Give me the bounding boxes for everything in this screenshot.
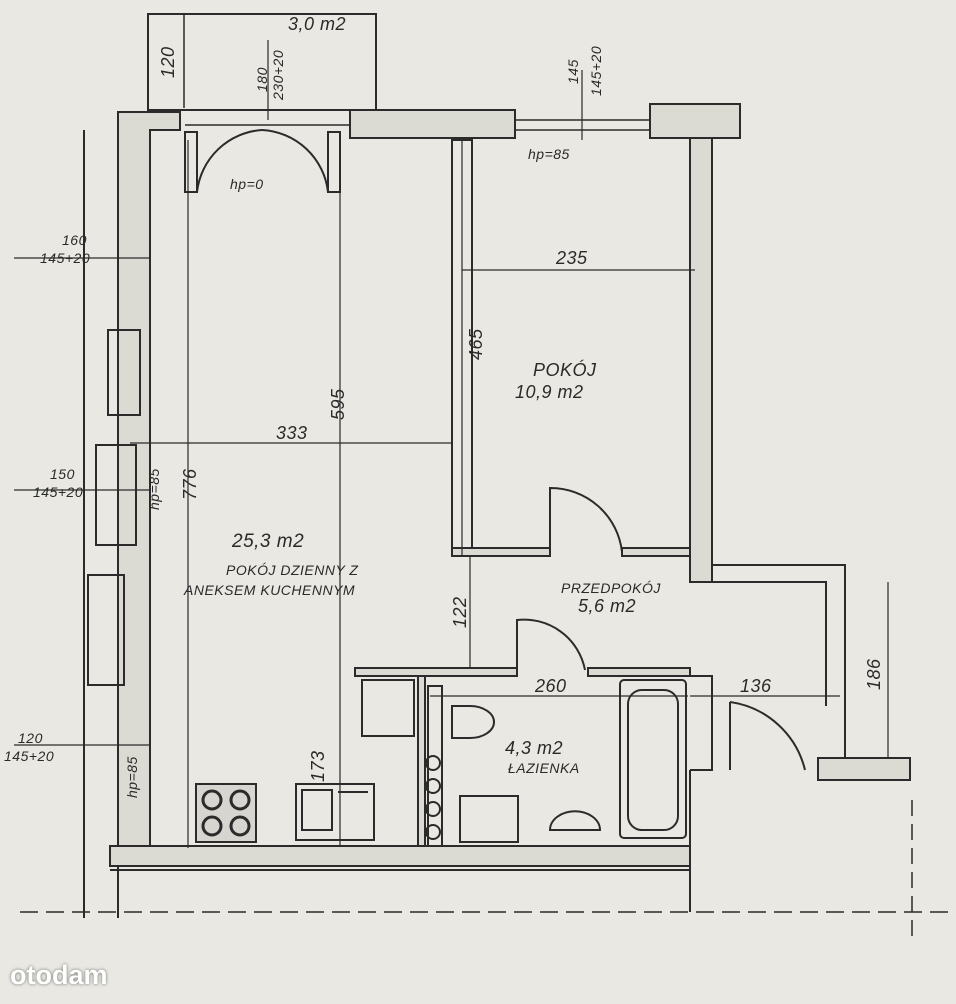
window-left3-top: 120 xyxy=(18,730,43,746)
living-name-line1: POKÓJ DZIENNY Z xyxy=(226,562,359,578)
outer-wall-top-right xyxy=(649,103,741,139)
window-top-bottom: 145+20 xyxy=(588,45,604,96)
riser-1 xyxy=(425,755,441,771)
window-left1-top: 160 xyxy=(62,232,87,248)
riser-3 xyxy=(425,801,441,817)
dim-kitchen-depth: 173 xyxy=(308,750,328,782)
toilet xyxy=(451,705,495,739)
sill-left-mid: hp=85 xyxy=(146,468,162,510)
dim-balcony-depth: 120 xyxy=(158,46,178,78)
burner-4 xyxy=(229,815,251,837)
bedroom-bottom-wall-right xyxy=(621,547,691,557)
entry-wall-end xyxy=(817,757,911,781)
living-name-line2: ANEKSEM KUCHENNYM xyxy=(184,582,356,598)
washbasin xyxy=(548,810,602,831)
bathtub xyxy=(619,679,687,839)
balcony-area: 3,0 m2 xyxy=(288,14,347,34)
dim-living-depth: 776 xyxy=(180,468,200,500)
balcony-door-right-frame xyxy=(327,131,341,193)
bathroom-top-wall-left xyxy=(354,667,518,677)
balcony-door-swing-right xyxy=(261,129,329,193)
window-top-top: 145 xyxy=(565,59,581,84)
bedroom-name: POKÓJ xyxy=(533,360,597,380)
dim-entry-width: 136 xyxy=(740,676,772,696)
balcony-door-top: 180 xyxy=(254,67,270,92)
bathroom-name: ŁAZIENKA xyxy=(508,760,580,776)
balcony-door-left-frame xyxy=(184,131,198,193)
window-left1-bottom: 145+20 xyxy=(40,250,91,266)
window-left3-bottom: 145+20 xyxy=(4,748,55,764)
bathroom-area: 4,3 m2 xyxy=(505,738,564,758)
kitchen-sink xyxy=(295,783,375,841)
bedroom-door-swing xyxy=(549,486,623,553)
washing-machine xyxy=(459,795,519,843)
burner-2 xyxy=(229,789,251,811)
window-left2-top: 150 xyxy=(50,466,75,482)
dim-bedroom-depth: 465 xyxy=(466,328,486,360)
riser-4 xyxy=(425,824,441,840)
dim-living-width: 333 xyxy=(276,423,308,443)
dimension-lines xyxy=(14,40,889,848)
bottom-wall xyxy=(109,845,691,867)
burner-1 xyxy=(201,789,223,811)
window-left-1 xyxy=(107,329,141,416)
dim-bath-width: 260 xyxy=(535,676,567,696)
bathroom-right-wall xyxy=(690,675,713,771)
window-left2-bottom: 145+20 xyxy=(33,484,84,500)
outer-wall-top-mid xyxy=(349,109,516,139)
sink-basin xyxy=(301,789,333,831)
entry-wall-inner xyxy=(712,581,827,706)
watermark-logo: otodam xyxy=(10,960,108,990)
dim-entry-depth: 186 xyxy=(864,658,884,690)
balcony-door-bottom: 230+20 xyxy=(270,49,286,100)
bathtub-inner xyxy=(627,689,679,831)
hall-name: PRZEDPOKÓJ xyxy=(561,580,661,596)
window-left-2 xyxy=(95,444,137,546)
balcony-outline xyxy=(147,13,377,111)
installation-shaft xyxy=(427,685,443,847)
fridge xyxy=(361,679,415,737)
living-area: 25,3 m2 xyxy=(232,531,305,552)
hall-area: 5,6 m2 xyxy=(578,596,637,616)
sill-left-low: hp=85 xyxy=(124,756,140,798)
bathroom-top-wall-right xyxy=(587,667,691,677)
riser-2 xyxy=(425,778,441,794)
dim-living-inner: 595 xyxy=(328,388,348,420)
sill-top: hp=85 xyxy=(528,146,570,162)
kitchen-bath-wall xyxy=(417,675,426,847)
entrance-door-swing xyxy=(729,701,806,771)
bedroom-bottom-wall-left xyxy=(451,547,551,557)
sill-balcony: hp=0 xyxy=(230,176,264,192)
window-left-3 xyxy=(87,574,125,686)
balcony-door-swing-left xyxy=(196,129,263,193)
dim-bedroom-width: 235 xyxy=(556,248,588,268)
bathroom-door-swing xyxy=(516,618,586,676)
burner-3 xyxy=(201,815,223,837)
bedroom-right-wall xyxy=(689,137,713,583)
bedroom-area: 10,9 m2 xyxy=(515,382,584,402)
dim-hall-offset: 122 xyxy=(450,596,470,628)
